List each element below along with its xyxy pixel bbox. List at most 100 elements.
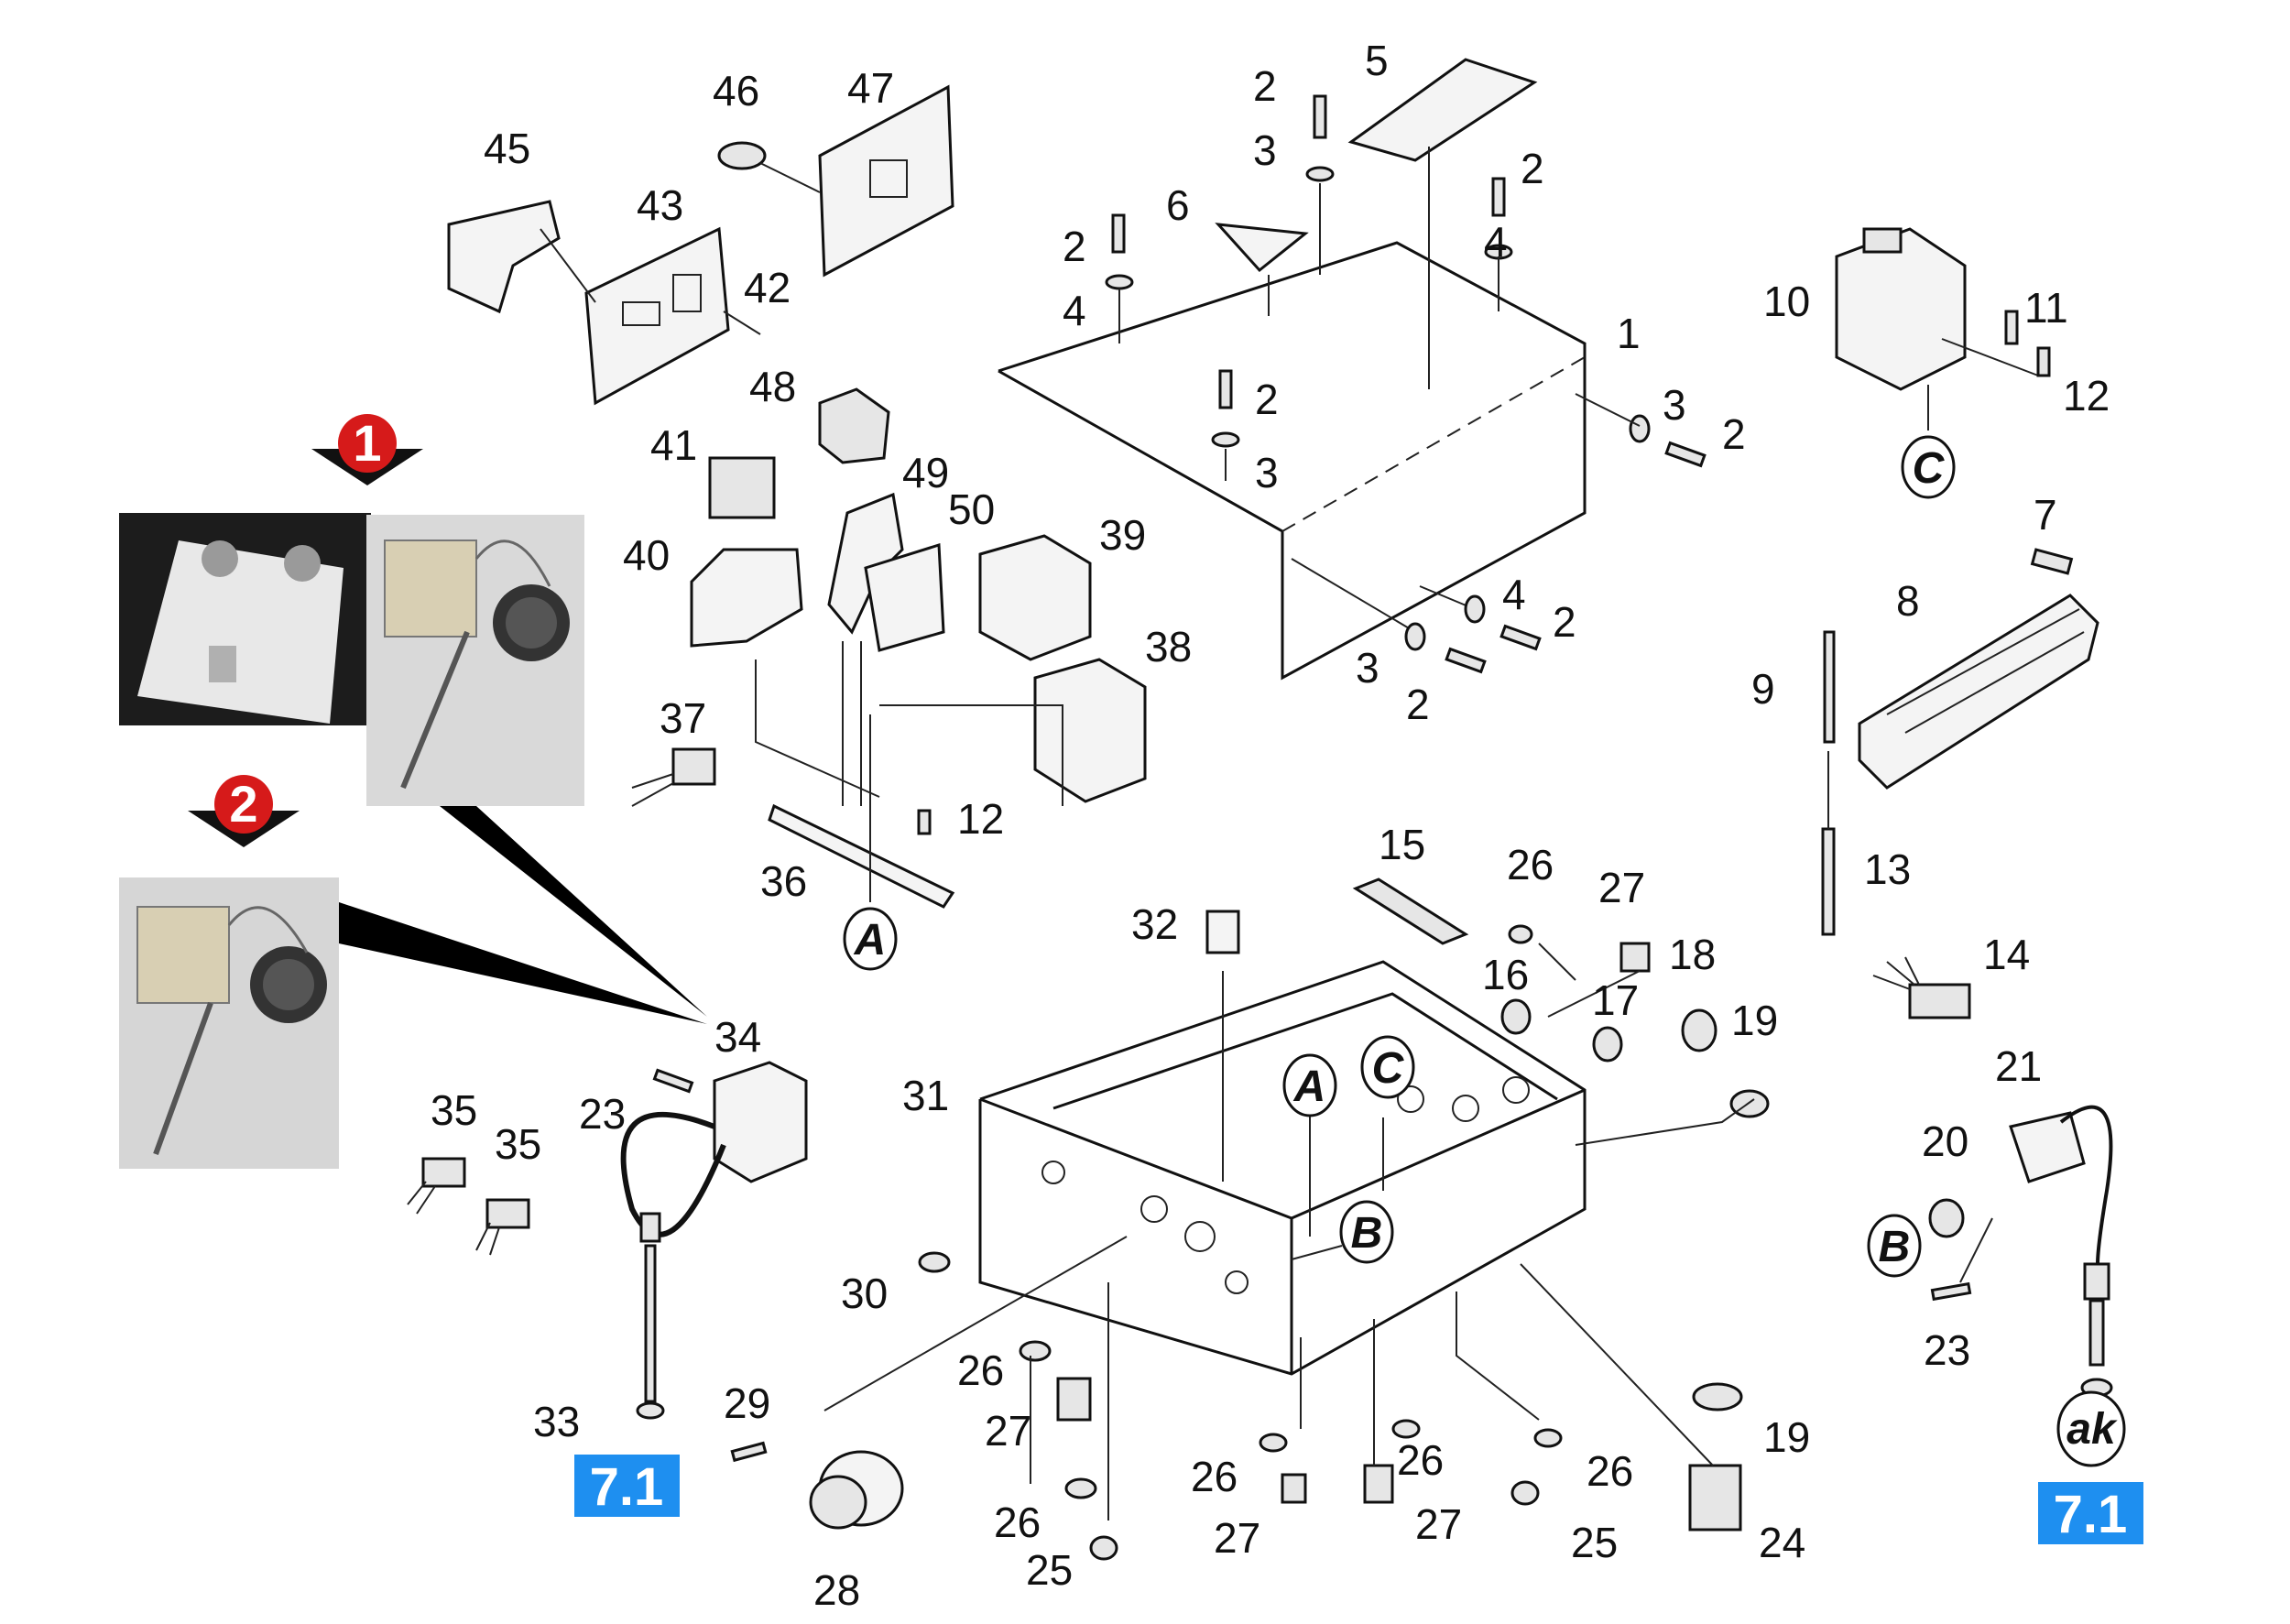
callout-2: 2 [1553, 598, 1576, 646]
callout-32: 32 [1131, 900, 1178, 948]
connector-C-top[interactable]: C [1901, 435, 1956, 499]
connector-ak[interactable]: ak [2056, 1390, 2126, 1467]
callout-43: 43 [637, 181, 683, 229]
part-35-suppressors [407, 1157, 530, 1256]
callout-2: 2 [1255, 376, 1279, 423]
svg-text:7.1: 7.1 [2054, 1485, 2128, 1544]
part-43-circuit-board [584, 226, 730, 406]
part-46-connector [717, 141, 767, 170]
callout-2: 2 [1253, 62, 1277, 110]
callout-27: 27 [1214, 1514, 1260, 1562]
glands-right [1500, 924, 1770, 1146]
callout-26: 26 [1507, 841, 1554, 888]
callout-30: 30 [841, 1270, 888, 1317]
cover-screws [1105, 94, 1707, 674]
part-15-gasket [1352, 877, 1469, 945]
part-50-module [864, 542, 945, 652]
part-29-screw [730, 1441, 768, 1463]
part-48-relay [818, 387, 890, 464]
callout-17: 17 [1592, 976, 1639, 1024]
svg-text:ak: ak [2066, 1405, 2118, 1454]
connector-A-box[interactable]: A [1282, 1053, 1337, 1117]
part-32-plug [1205, 910, 1240, 1182]
pointer-wedge-2 [339, 902, 707, 1024]
callout-3: 3 [1255, 449, 1279, 496]
callout-9: 9 [1751, 665, 1775, 713]
callout-27: 27 [1415, 1500, 1462, 1548]
part-12-screw-rail [917, 809, 932, 835]
part-21-thermostat [2009, 1105, 2113, 1398]
callout-27: 27 [1598, 864, 1645, 911]
callout-18: 18 [1669, 931, 1716, 978]
callout-numbers-repeated: 2 2 4 2 3 3 2 4 2 3 2 12 23 35 26 27 26 … [495, 145, 1810, 1594]
callout-47: 47 [847, 64, 894, 112]
callout-49: 49 [902, 449, 949, 496]
callout-39: 39 [1099, 511, 1146, 559]
callout-16: 16 [1482, 951, 1529, 998]
callout-31: 31 [902, 1072, 949, 1119]
variant-marker-1[interactable]: 1 [311, 414, 423, 485]
pointer-wedge-1 [440, 806, 707, 1017]
callout-3: 3 [1663, 381, 1686, 429]
callout-4: 4 [1063, 287, 1086, 334]
callout-19: 19 [1763, 1413, 1810, 1461]
part-41-relay [708, 456, 776, 519]
part-20-washer [1928, 1198, 1965, 1238]
callout-34: 34 [714, 1013, 761, 1061]
svg-text:1: 1 [353, 414, 381, 472]
part-39-contactor [978, 534, 1092, 661]
callout-2: 2 [1063, 223, 1086, 270]
svg-text:C: C [1372, 1044, 1405, 1093]
photo-thermostat-1 [366, 515, 584, 806]
callout-19: 19 [1731, 997, 1778, 1044]
part-14-suppressor [1872, 956, 1971, 1019]
part-10-transformer [1835, 227, 1967, 391]
callout-26: 26 [1191, 1453, 1238, 1500]
part-30-grommet [918, 1251, 951, 1273]
callout-10: 10 [1763, 278, 1810, 325]
callout-21: 21 [1995, 1042, 2042, 1090]
part-28-knob [809, 1450, 904, 1530]
callout-15: 15 [1379, 821, 1425, 868]
callout-48: 48 [749, 363, 796, 410]
connector-A-top[interactable]: A [843, 907, 898, 971]
callout-29: 29 [724, 1379, 770, 1427]
callout-40: 40 [623, 531, 670, 579]
callout-2: 2 [1722, 410, 1746, 458]
part-34-thermostat [620, 1061, 808, 1420]
callout-23: 23 [579, 1090, 626, 1138]
callout-27: 27 [985, 1407, 1031, 1455]
part-23-screw-right [1930, 1281, 1972, 1302]
part-36-din-rail [768, 803, 955, 909]
reference-badge-right[interactable]: 7.1 [2038, 1482, 2143, 1544]
callout-42: 42 [744, 264, 791, 311]
part-5-label [1347, 58, 1538, 389]
part-38-contactor [1033, 658, 1147, 803]
callout-37: 37 [660, 694, 706, 742]
reference-badge-left[interactable]: 7.1 [574, 1455, 680, 1517]
callout-26: 26 [1587, 1447, 1633, 1495]
svg-text:B: B [1879, 1223, 1911, 1271]
callout-12: 12 [957, 795, 1004, 843]
part-31-enclosure [978, 960, 1587, 1376]
variant-marker-2[interactable]: 2 [188, 775, 300, 847]
connector-B-box[interactable]: B [1339, 1200, 1394, 1264]
callout-38: 38 [1145, 623, 1192, 670]
connector-B-right[interactable]: B [1867, 1214, 1922, 1278]
connector-C-box[interactable]: C [1360, 1035, 1415, 1099]
callout-4: 4 [1502, 571, 1526, 618]
callout-13: 13 [1864, 845, 1911, 893]
callout-35: 35 [431, 1086, 477, 1134]
part-49-terminal [827, 492, 904, 635]
svg-text:A: A [854, 916, 887, 965]
part-23-screw-left [652, 1068, 694, 1094]
photo-thermostat-mounted [119, 513, 371, 725]
svg-text:7.1: 7.1 [590, 1457, 664, 1517]
part-13-rod [1821, 827, 1836, 936]
svg-text:C: C [1913, 444, 1946, 493]
callout-46: 46 [713, 67, 759, 114]
part-9-bolt [1823, 630, 1836, 744]
callout-23: 23 [1924, 1326, 1970, 1374]
callout-1: 1 [1617, 310, 1641, 357]
